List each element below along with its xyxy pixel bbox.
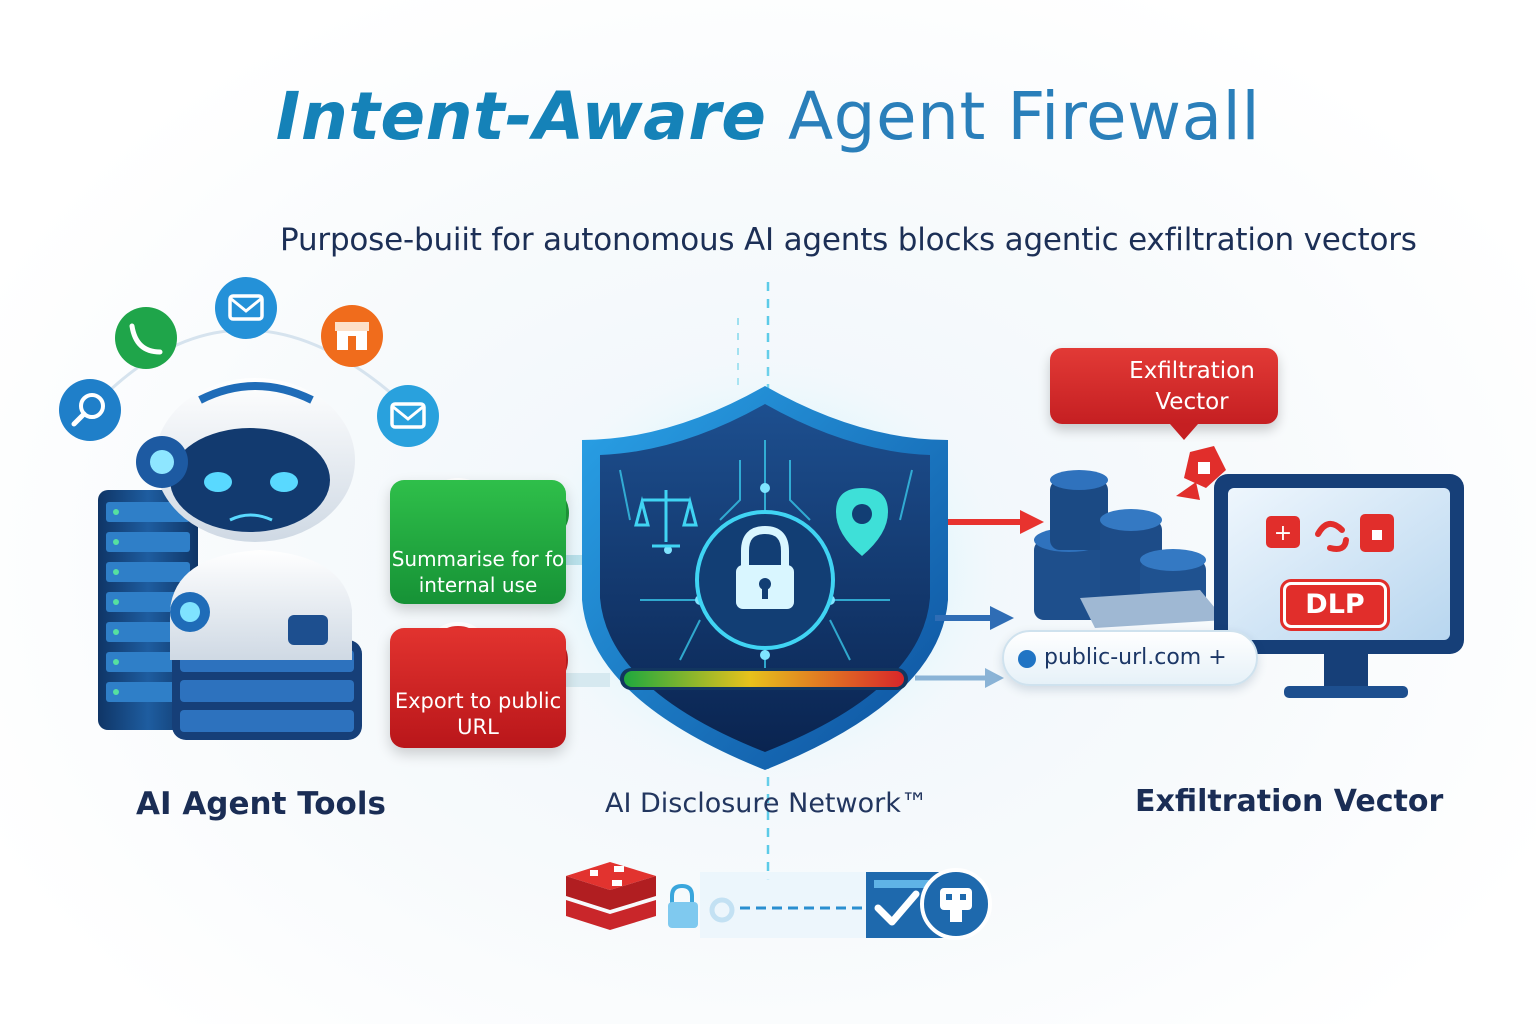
exfil-callout-line2: Vector xyxy=(1155,389,1229,415)
shield-pin-icon xyxy=(836,488,888,556)
bottom-strip-bg xyxy=(700,872,870,938)
risk-meter-fill xyxy=(624,671,904,687)
public-url-text: public-url.com + xyxy=(1044,645,1227,670)
public-url-pill: public-url.com + xyxy=(1002,630,1258,686)
redis-icon xyxy=(566,862,656,930)
mail-icon-2 xyxy=(377,385,439,447)
lock-icon xyxy=(736,525,794,609)
bot-badge-icon xyxy=(920,868,992,940)
allow-callout: Summarise for fo internal use xyxy=(390,480,566,604)
flow-arrow-blue-1 xyxy=(935,606,1014,630)
svg-text:+: + xyxy=(1274,521,1292,546)
search-icon xyxy=(59,379,121,441)
exfiltration-callout: Exfiltration Vector xyxy=(1050,348,1278,440)
exfil-arrow-red xyxy=(948,510,1044,534)
mail-icon xyxy=(215,277,277,339)
label-ai-agent-tools: AI Agent Tools xyxy=(136,786,386,822)
deny-callout-text: Export to public URL xyxy=(394,689,562,739)
label-disclosure-network: AI Disclosure Network™ xyxy=(605,788,928,819)
title-strong: Intent-Aware xyxy=(275,78,767,155)
page-subtitle: Purpose-buiit for autonomous AI agents b… xyxy=(280,222,1417,258)
scales-icon xyxy=(634,490,698,548)
exfil-callout-line1: Exfiltration xyxy=(1129,358,1255,384)
title-light: Agent Firewall xyxy=(766,78,1261,155)
robot-agent xyxy=(136,378,362,740)
exfil-marker-icon xyxy=(1176,446,1226,500)
shop-icon xyxy=(321,305,383,367)
database-icon xyxy=(1034,470,1225,628)
monitor-icon: + xyxy=(1214,474,1464,698)
phone-icon xyxy=(115,307,177,369)
label-exfiltration-vector: Exfiltration Vector xyxy=(1135,784,1444,819)
dlp-badge: DLP xyxy=(1283,582,1387,628)
deny-callout: Export to public URL xyxy=(390,628,566,748)
page-title: Intent-Aware Agent Firewall xyxy=(0,78,1536,155)
url-dot-icon xyxy=(1018,650,1036,668)
lock-icon-small xyxy=(668,883,698,928)
flow-arrow-blue-2 xyxy=(915,668,1004,688)
allow-callout-text: Summarise for fo internal use xyxy=(391,547,565,597)
